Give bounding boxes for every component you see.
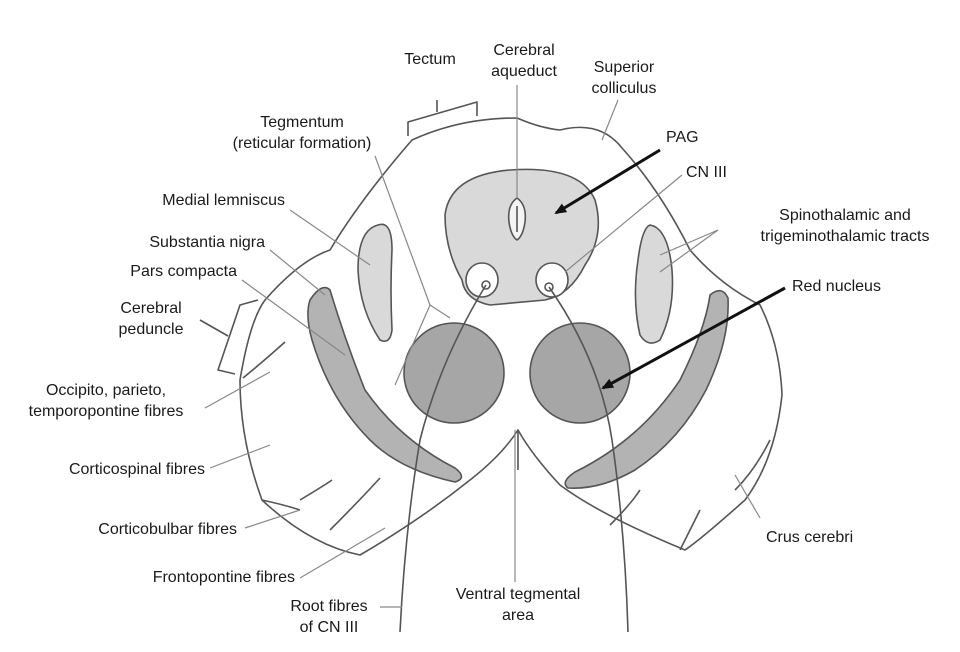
cn3-nucleus-right bbox=[535, 262, 569, 298]
label-corticobulbar: Corticobulbar fibres bbox=[98, 521, 237, 538]
label-red-nucleus: Red nucleus bbox=[792, 278, 881, 295]
peduncle-bracket-tick bbox=[199, 319, 229, 337]
leader-corticobulbar bbox=[244, 509, 301, 529]
leader-pars-compacta bbox=[241, 279, 346, 356]
crus-division-left-1 bbox=[242, 341, 286, 379]
leader-occipito bbox=[204, 371, 271, 409]
crus-division-left-3 bbox=[329, 477, 381, 531]
label-frontopontine: Frontopontine fibres bbox=[152, 569, 295, 586]
crus-division-left-2 bbox=[299, 479, 333, 501]
crus-division-right-3 bbox=[734, 439, 771, 491]
label-occipito: Occipito, parieto,temporopontine fibres bbox=[28, 382, 184, 420]
cn3-root-fibre-left bbox=[399, 284, 487, 633]
leader-crus-cerebri bbox=[734, 474, 761, 519]
leader-superior-colliculus bbox=[601, 99, 619, 141]
crus-division-right-2 bbox=[609, 489, 641, 526]
leader-spinothalamic-2 bbox=[659, 229, 719, 273]
leader-spinothalamic-1 bbox=[659, 229, 719, 256]
leader-tegmentum-2 bbox=[394, 304, 431, 386]
label-tegmentum: Tegmentum(reticular formation) bbox=[232, 114, 372, 152]
arrow-red-nucleus bbox=[601, 286, 786, 390]
label-corticospinal: Corticospinal fibres bbox=[68, 461, 205, 478]
arrow-pag bbox=[554, 148, 661, 215]
tectum-bracket bbox=[407, 101, 478, 136]
crus-division-left-4 bbox=[261, 499, 301, 511]
red-nucleus-left bbox=[403, 322, 505, 424]
label-pag: PAG bbox=[666, 129, 699, 146]
label-medial-lemniscus: Medial lemniscus bbox=[162, 192, 285, 209]
label-cn3: CN III bbox=[686, 164, 727, 181]
cn3-root-fibre-right bbox=[548, 286, 629, 633]
label-tectum: Tectum bbox=[404, 51, 456, 68]
medial-lemniscus-left bbox=[357, 223, 393, 343]
leader-substantia-nigra bbox=[269, 249, 326, 296]
leader-frontopontine bbox=[299, 527, 386, 579]
cn3-nucleus-left bbox=[465, 262, 499, 298]
peduncle-bracket bbox=[217, 299, 259, 375]
leader-cn3 bbox=[564, 174, 683, 273]
substantia-nigra-left bbox=[307, 286, 463, 483]
leader-corticospinal bbox=[209, 444, 271, 469]
crus-division-right-1 bbox=[679, 509, 701, 551]
leader-tegmentum-3 bbox=[429, 304, 451, 319]
label-substantia-nigra: Substantia nigra bbox=[149, 234, 265, 251]
leader-tegmentum bbox=[374, 155, 431, 306]
leader-medial-lemniscus bbox=[289, 209, 371, 266]
label-pars-compacta: Pars compacta bbox=[130, 263, 237, 280]
label-crus-cerebri: Crus cerebri bbox=[766, 529, 854, 546]
medial-lemniscus-right bbox=[634, 224, 674, 344]
